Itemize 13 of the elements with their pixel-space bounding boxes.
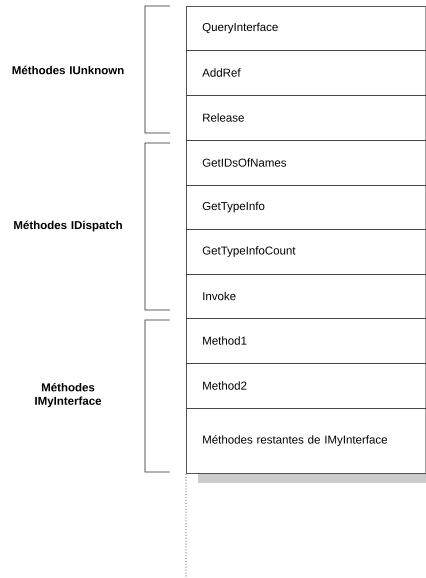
method-row: Method2: [186, 363, 426, 409]
method-row: AddRef: [186, 50, 426, 96]
method-row: Invoke: [186, 274, 426, 319]
group-label: Méthodes IDispatch: [14, 220, 122, 232]
method-row: Méthodes restantes de IMyInterface: [186, 408, 426, 474]
method-row: GetIDsOfNames: [186, 140, 426, 186]
method-row: GetTypeInfoCount: [186, 229, 426, 275]
group-label: Méthodes IMyInterface: [35, 382, 102, 408]
method-row: Method1: [186, 318, 426, 364]
method-row: Release: [186, 95, 426, 141]
method-row: GetTypeInfo: [186, 185, 426, 230]
group-label: Méthodes IUnknown: [12, 66, 124, 74]
method-row: QueryInterface: [186, 6, 426, 51]
